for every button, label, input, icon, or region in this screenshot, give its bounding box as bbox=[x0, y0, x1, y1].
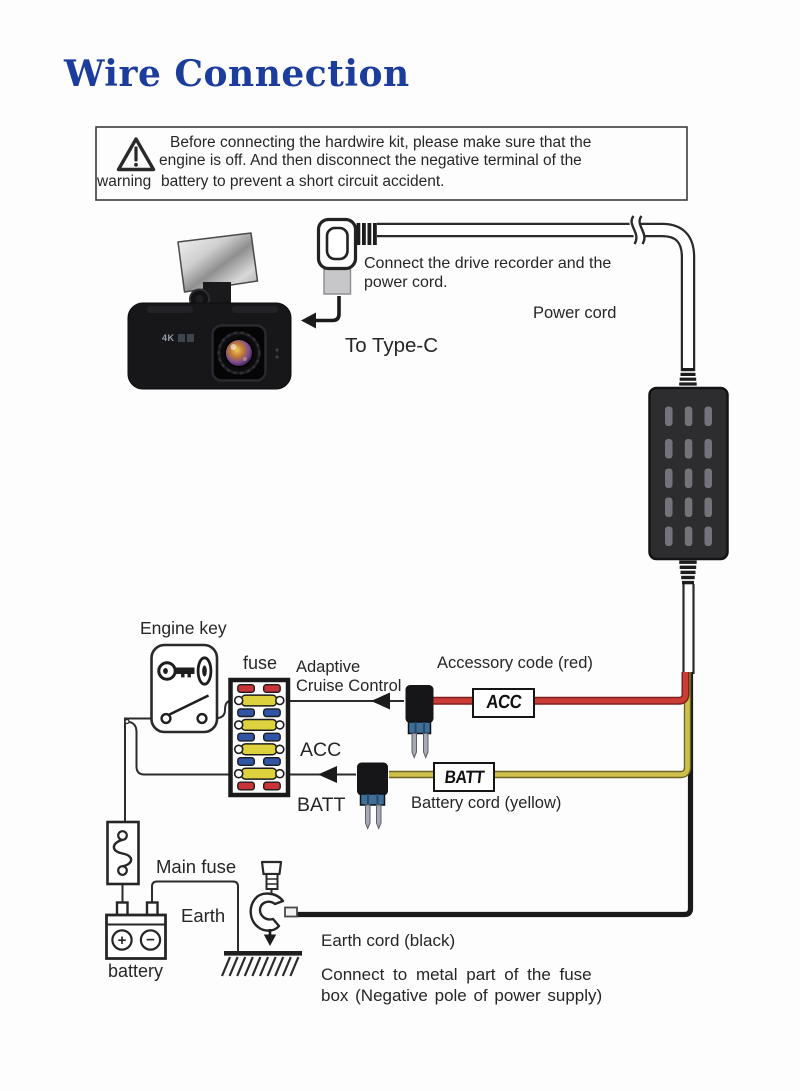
earth-cord-label: Earth cord (black) bbox=[321, 931, 456, 950]
connect-instruction-line2: power cord. bbox=[364, 274, 448, 291]
batt-row-label: BATT bbox=[297, 794, 346, 816]
batt-fuse-tap-icon bbox=[357, 762, 388, 830]
dash-cam-illustration: 4K bbox=[127, 232, 292, 390]
type-c-label: To Type-C bbox=[345, 334, 439, 357]
adaptive-cruise-label-line1: Adaptive bbox=[296, 658, 361, 676]
type-c-connector-icon bbox=[316, 217, 377, 295]
down-arrowhead bbox=[263, 934, 277, 946]
yellow-fuse-terminals bbox=[233, 695, 285, 779]
power-harness-wires bbox=[296, 672, 694, 918]
battery-label: battery bbox=[108, 961, 164, 981]
wire-ferrule bbox=[284, 906, 298, 918]
warning-text-line1: Before connecting the hardwire kit, plea… bbox=[170, 134, 592, 151]
fuse-tap-arrows bbox=[288, 692, 404, 783]
connect-instruction-line1: Connect the drive recorder and the bbox=[364, 255, 612, 272]
battery-icon: + − bbox=[105, 901, 167, 960]
warning-text-line2: engine is off. And then disconnect the n… bbox=[159, 151, 582, 169]
batt-wire bbox=[389, 672, 690, 777]
power-cord-label: Power cord bbox=[533, 304, 617, 322]
battery-cord-label: Battery cord (yellow) bbox=[411, 794, 562, 812]
batt-wire-tag: BATT bbox=[433, 762, 495, 792]
acc-arrowhead bbox=[371, 692, 390, 710]
warning-label: warning bbox=[97, 173, 152, 190]
earth-label: Earth bbox=[181, 905, 226, 926]
page-title: Wire Connection bbox=[64, 53, 410, 95]
battery-minus-terminal-label: − bbox=[146, 932, 155, 949]
fuse-box-icon bbox=[228, 677, 291, 798]
engine-key-box bbox=[150, 643, 219, 734]
warning-text-line3: battery to prevent a short circuit accid… bbox=[161, 173, 445, 190]
battery-plus-terminal-label: + bbox=[118, 932, 127, 949]
adhesive-mount bbox=[177, 232, 259, 293]
adaptive-cruise-label-line2: Cruise Control bbox=[296, 676, 402, 695]
blue-fuses bbox=[237, 708, 281, 767]
connector-to-camera-arrow bbox=[301, 296, 341, 329]
acc-wire-tag: ACC bbox=[472, 688, 535, 718]
key-icon bbox=[157, 661, 195, 681]
earth-clamp-icon bbox=[249, 860, 298, 946]
fuse-label: fuse bbox=[243, 653, 278, 673]
warning-box bbox=[95, 126, 688, 201]
keyhole-icon bbox=[196, 656, 213, 686]
red-fuses bbox=[237, 684, 281, 791]
acc-fuse-tap-icon bbox=[405, 685, 434, 759]
ignition-switch-icon bbox=[160, 694, 210, 725]
main-fuse-icon bbox=[106, 820, 140, 886]
earth-wire bbox=[296, 672, 694, 918]
earth-note-line2: box (Negative pole of power supply) bbox=[321, 986, 603, 1005]
earth-note-line1: Connect to metal part of the fuse bbox=[321, 965, 592, 984]
ground-symbol-icon bbox=[220, 951, 302, 977]
power-cord bbox=[377, 211, 696, 371]
circuit-wires bbox=[121, 700, 239, 951]
acc-row-label: ACC bbox=[300, 739, 342, 761]
cable-break-icon bbox=[629, 211, 646, 249]
vent-slots bbox=[665, 406, 712, 546]
main-fuse-label: Main fuse bbox=[156, 856, 237, 877]
batt-arrowhead bbox=[318, 766, 337, 783]
hardwire-kit-box bbox=[648, 368, 729, 674]
accessory-cord-label: Accessory code (red) bbox=[437, 654, 593, 672]
camera-lens bbox=[211, 324, 267, 382]
camera-4k-badge: 4K bbox=[162, 333, 175, 343]
acc-wire bbox=[433, 672, 688, 704]
engine-key-label: Engine key bbox=[140, 618, 227, 638]
warning-triangle-icon bbox=[116, 137, 156, 172]
